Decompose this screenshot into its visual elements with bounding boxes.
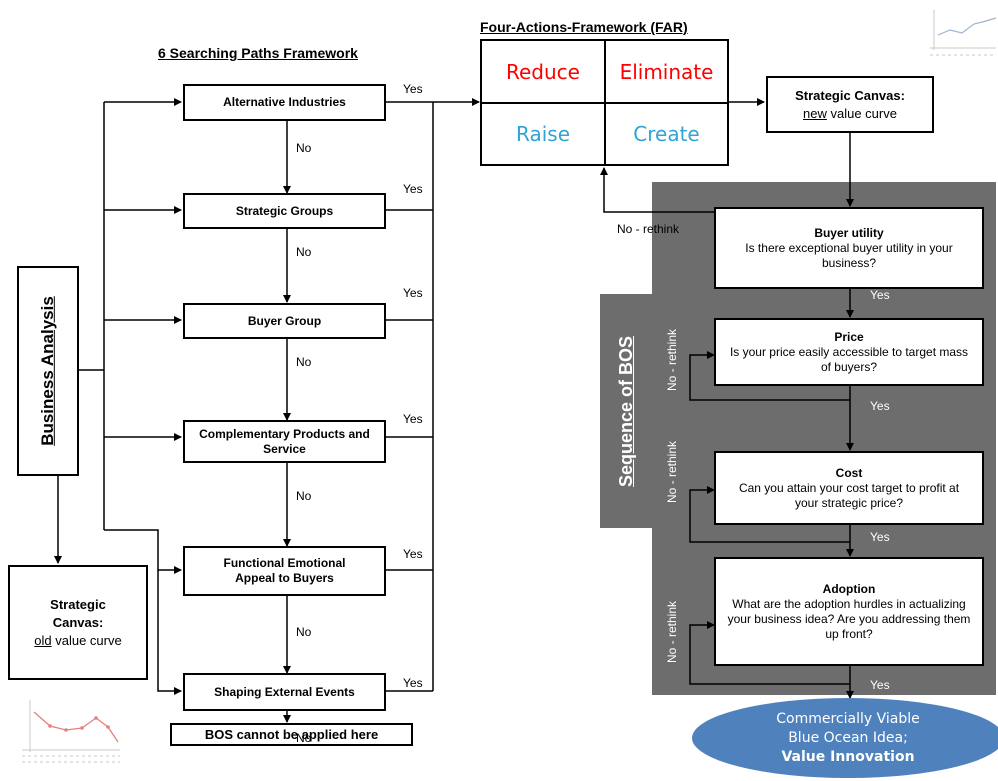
bos-step-text: What are the adoption hurdles in actuali… [727, 596, 971, 641]
no-label: No [296, 489, 312, 503]
business-analysis-label: Business Analysis [38, 296, 58, 446]
six-paths-title: 6 Searching Paths Framework [158, 45, 358, 61]
no-label: No [296, 355, 312, 369]
bos-step-title: Cost [835, 465, 863, 480]
no-rethink-label-adoption: No - rethink [665, 600, 679, 664]
bos-yes-label: Yes [870, 530, 890, 544]
far-h-divider [482, 102, 727, 104]
path-shaping-external-events: Shaping External Events [183, 673, 386, 711]
bos-yes-label: Yes [870, 399, 890, 413]
no-rethink-vertical-adoption-wrap: No - rethink [657, 592, 687, 672]
far-title: Four-Actions-Framework (FAR) [480, 19, 688, 35]
outcome-ellipse [692, 698, 998, 778]
bos-step-text: Can you attain your cost target to profi… [738, 480, 960, 510]
path-complementary-products: Complementary Products and Service [183, 420, 386, 463]
path-alternative-industries: Alternative Industries [183, 84, 386, 121]
yes-label: Yes [403, 412, 423, 426]
bos-cannot-apply-box: BOS cannot be applied here [170, 723, 413, 746]
new-word: new [803, 105, 827, 121]
far-create: Create [633, 122, 700, 146]
path-functional-emotional: Functional Emotional Appeal to Buyers [183, 546, 386, 596]
no-label: No [296, 141, 312, 155]
old-word: old [34, 632, 52, 648]
bos-cost-box: Cost Can you attain your cost target to … [714, 451, 984, 525]
no-rethink-vertical-price-wrap: No - rethink [657, 320, 687, 400]
yes-label: Yes [403, 547, 423, 561]
old-canvas-line2: Canvas: [52, 614, 104, 630]
outcome-line2: Blue Ocean Idea; [788, 730, 908, 746]
far-reduce: Reduce [506, 59, 580, 84]
outcome-line1: Commercially Viable [776, 711, 920, 727]
bos-step-title: Adoption [822, 581, 876, 596]
no-label: No [296, 625, 312, 639]
new-canvas-title: Strategic Canvas: [795, 87, 905, 103]
yes-label: Yes [403, 286, 423, 300]
no-label: No [296, 731, 312, 745]
new-canvas-rest: value curve [826, 105, 897, 121]
bos-price-box: Price Is your price easily accessible to… [714, 318, 984, 386]
far-grid: Reduce Eliminate Raise Create [480, 39, 729, 166]
bos-buyer-utility-box: Buyer utility Is there exceptional buyer… [714, 207, 984, 289]
sequence-of-bos-label: Sequence of BOS [616, 335, 637, 487]
yes-label: Yes [403, 676, 423, 690]
bos-step-text: Is there exceptional buyer utility in yo… [745, 240, 953, 270]
business-analysis-box: Business Analysis [17, 266, 79, 476]
new-value-curve-sketch [930, 10, 996, 56]
bos-adoption-box: Adoption What are the adoption hurdles i… [714, 557, 984, 666]
old-value-curve-sketch [22, 700, 120, 763]
sequence-of-bos-label-wrap: Sequence of BOS [600, 294, 654, 528]
old-canvas-line1: Strategic [50, 596, 106, 612]
old-strategic-canvas-box: Strategic Canvas: old value curve [8, 565, 148, 680]
bos-yes-label: Yes [870, 288, 890, 302]
bos-step-title: Price [834, 329, 864, 344]
sequence-tab [600, 294, 654, 528]
yes-label: Yes [403, 82, 423, 96]
bos-step-text: Is your price easily accessible to targe… [729, 344, 969, 374]
no-label: No [296, 245, 312, 259]
path-strategic-groups: Strategic Groups [183, 193, 386, 229]
bos-yes-label: Yes [870, 678, 890, 692]
new-canvas-value-curve: new value curve [803, 105, 897, 123]
outcome-text: Commercially Viable Blue Ocean Idea; Val… [700, 710, 996, 767]
outcome-line3: Value Innovation [781, 749, 915, 765]
far-raise: Raise [516, 122, 570, 146]
no-rethink-label-price: No - rethink [665, 328, 679, 392]
old-canvas-value-curve: old value curve [34, 632, 121, 650]
old-canvas-rest: value curve [51, 632, 122, 648]
yes-label: Yes [403, 182, 423, 196]
far-eliminate: Eliminate [619, 59, 714, 84]
no-rethink-label-buyer: No - rethink [617, 222, 680, 236]
no-rethink-label-cost: No - rethink [665, 440, 679, 504]
no-rethink-vertical-cost-wrap: No - rethink [657, 432, 687, 512]
path-buyer-group: Buyer Group [183, 303, 386, 339]
bos-step-title: Buyer utility [814, 225, 884, 240]
new-strategic-canvas-box: Strategic Canvas: new value curve [766, 76, 934, 133]
old-value-curve-line [33, 711, 119, 743]
